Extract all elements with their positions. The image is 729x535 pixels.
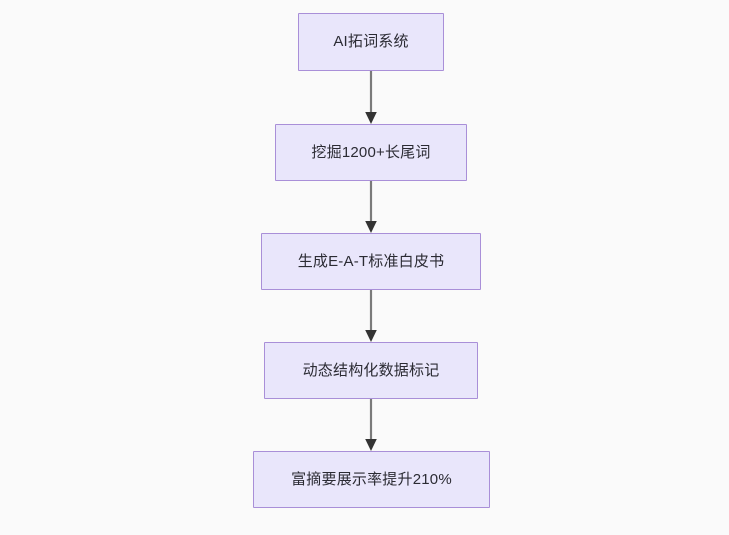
flow-node-label: 动态结构化数据标记: [302, 361, 440, 379]
flow-node-label: AI拓词系统: [333, 33, 409, 50]
flow-node-label: 富摘要展示率提升210%: [291, 470, 452, 488]
flow-node-rich-snippet-impression-lift[interactable]: 富摘要展示率提升210%: [253, 451, 490, 508]
flow-node-generate-eat-whitepaper[interactable]: 生成E-A-T标准白皮书: [261, 233, 481, 290]
edge-n3-n4: [357, 290, 385, 342]
flow-node-dynamic-structured-data-markup[interactable]: 动态结构化数据标记: [264, 342, 478, 399]
flow-node-ai-keyword-system[interactable]: AI拓词系统: [298, 13, 444, 71]
flow-node-label: 挖掘1200+长尾词: [311, 143, 431, 161]
edge-n2-n3: [357, 181, 385, 233]
flow-node-mine-longtail-keywords[interactable]: 挖掘1200+长尾词: [275, 124, 467, 181]
edge-n1-n2: [357, 71, 385, 124]
edge-n4-n5: [357, 399, 385, 451]
flow-node-label: 生成E-A-T标准白皮书: [297, 252, 445, 270]
